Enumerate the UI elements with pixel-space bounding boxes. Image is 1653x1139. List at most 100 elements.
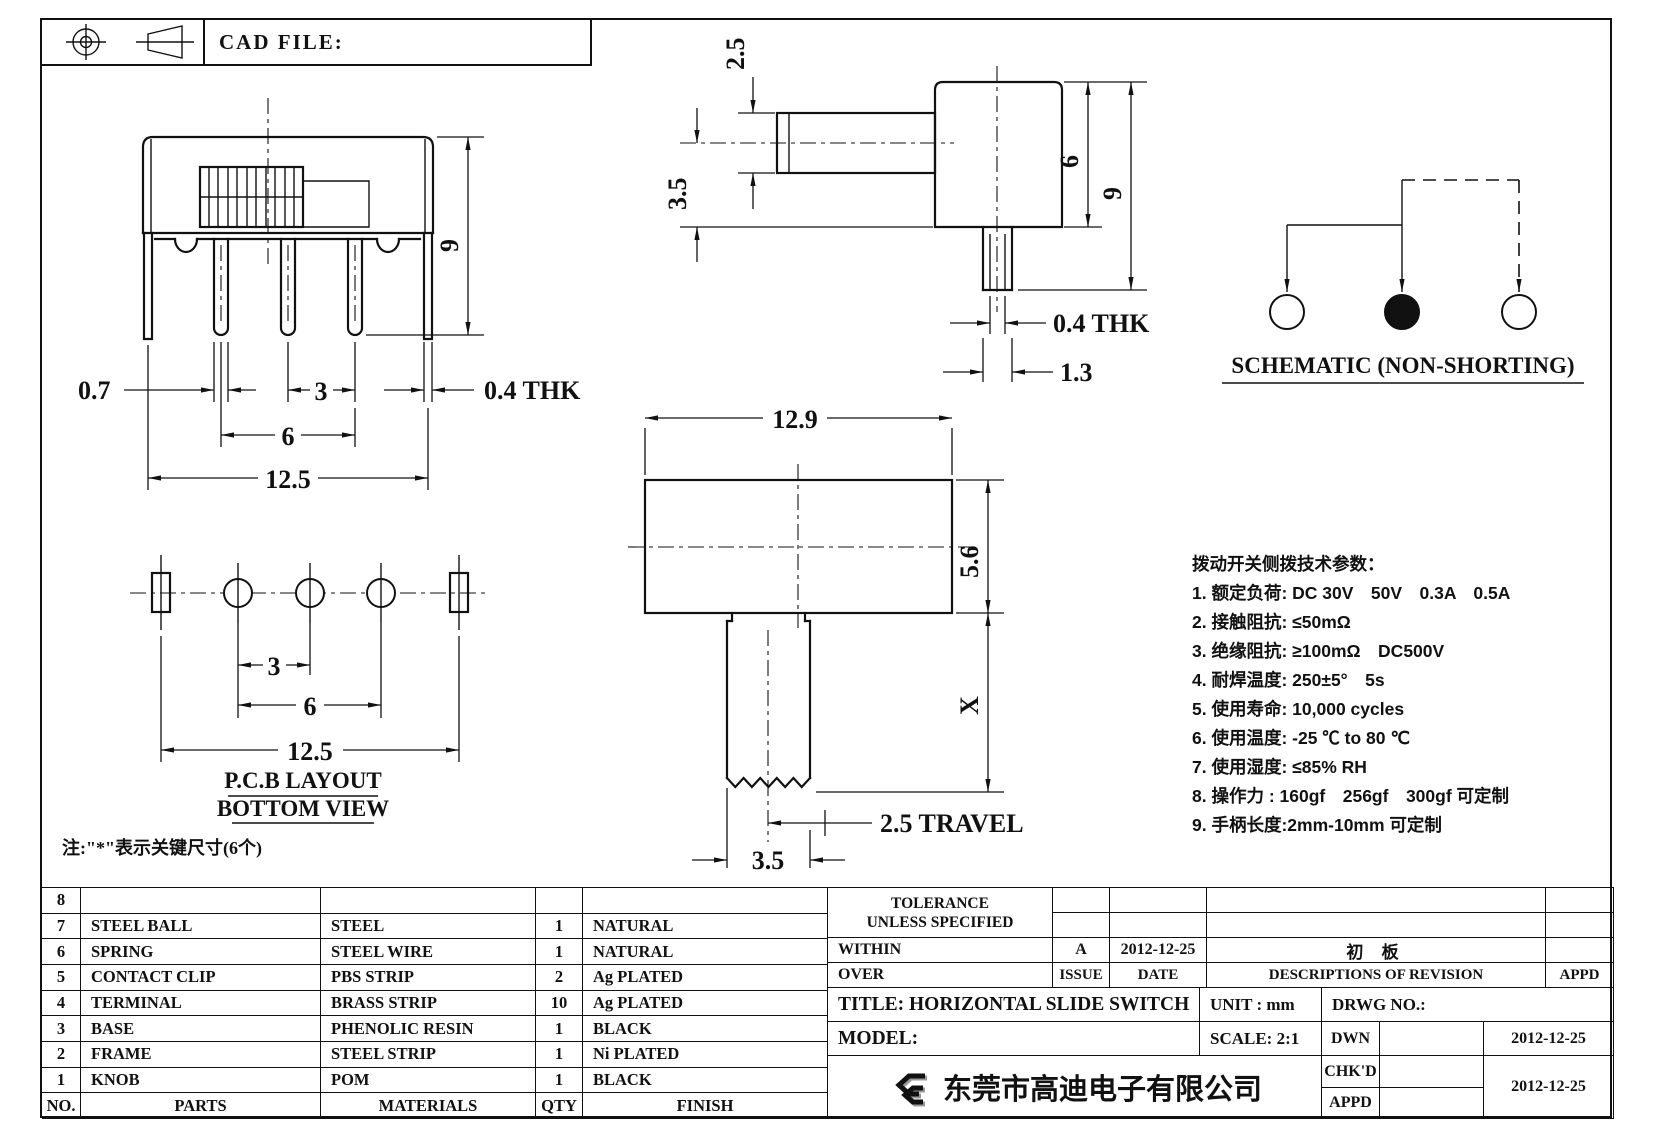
table-cell: STEEL WIRE: [321, 939, 536, 965]
dim-label: 12.5: [287, 737, 333, 766]
frame-wrap-notch: [375, 237, 401, 254]
table-cell: 6: [42, 939, 81, 965]
dim-label: 2.5 TRAVEL: [880, 809, 1024, 838]
revision-empty-cell: [1110, 913, 1207, 938]
tech-param-item: 9. 手柄长度:2mm-10mm 可定制: [1192, 815, 1442, 835]
table-cell: TERMINAL: [81, 990, 321, 1017]
table-cell: PBS STRIP: [321, 964, 536, 991]
dim-label: 5.6: [955, 546, 984, 579]
appd-header: APPD: [1546, 963, 1614, 988]
top-view-drawing: 12.9 5.6 X 2.5 TRAVEL 3.5: [628, 405, 1024, 875]
chkd-signature-cell: [1380, 1056, 1484, 1088]
table-cell: 5: [42, 964, 81, 991]
drwg-no-cell: DRWG NO.:: [1322, 988, 1614, 1022]
date-header: DATE: [1110, 963, 1207, 988]
table-cell: 1: [536, 1016, 583, 1042]
tech-param-item: 4. 耐焊温度: 250±5° 5s: [1192, 670, 1385, 690]
table-cell: [81, 888, 321, 914]
title-strip: CAD FILE:: [40, 18, 592, 66]
table-cell: BASE: [81, 1016, 321, 1042]
issue-header: ISSUE: [1053, 963, 1110, 988]
tech-param-item: 6. 使用温度: -25 ℃ to 80 ℃: [1192, 728, 1411, 748]
table-cell: 2: [42, 1041, 81, 1068]
pcb-caption-line1: P.C.B LAYOUT: [224, 768, 381, 793]
tech-param-item: 8. 操作力 : 160gf 256gf 300gf 可定制: [1192, 786, 1510, 806]
table-cell: FRAME: [81, 1041, 321, 1068]
appd-signature-cell: [1380, 1088, 1484, 1119]
table-header-parts: PARTS: [81, 1093, 321, 1119]
table-cell: [583, 888, 828, 914]
revision-empty-cell: [1053, 913, 1110, 938]
schematic-caption: SCHEMATIC (NON-SHORTING): [1231, 353, 1574, 378]
key-dimension-note: 注:"*"表示关键尺寸(6个): [62, 838, 262, 858]
table-cell: Ag PLATED: [583, 990, 828, 1017]
scale-cell: SCALE: 2:1: [1200, 1022, 1322, 1056]
revision-empty-cell: [1053, 888, 1110, 913]
drawing-border-frame: [40, 18, 1612, 1118]
dim-label: 3: [315, 377, 328, 406]
technical-parameters: 拨动开关侧拨技术参数： 1. 额定负荷: DC 30V 50V 0.3A 0.5…: [1192, 550, 1616, 840]
table-cell: 1: [536, 939, 583, 965]
pcb-caption-line2: BOTTOM VIEW: [217, 796, 389, 821]
mount-tab: [422, 231, 434, 341]
company-name: 东莞市高迪电子有限公司: [942, 1074, 1262, 1106]
revision-appd-value: [1546, 938, 1614, 963]
drawing-title: TITLE: HORIZONTAL SLIDE SWITCH: [828, 988, 1200, 1022]
tech-param-item: 1. 额定负荷: DC 30V 50V 0.3A 0.5A: [1192, 583, 1511, 603]
dwn-label: DWN: [1322, 1022, 1380, 1056]
tech-param-item: 7. 使用湿度: ≤85% RH: [1192, 757, 1367, 777]
table-cell: 8: [42, 888, 81, 914]
table-cell: 3: [42, 1016, 81, 1042]
revision-date-value: 2012-12-25: [1110, 938, 1207, 963]
side-view-drawing: 2.5 3.5 6 9 0.4 THK 1.3: [663, 38, 1150, 388]
schematic-view: SCHEMATIC (NON-SHORTING): [1222, 179, 1584, 384]
table-cell: CONTACT CLIP: [81, 964, 321, 991]
contact-circle-common: [1384, 294, 1420, 330]
dim-label: 6: [304, 692, 317, 721]
table-header-materials: MATERIALS: [321, 1093, 536, 1119]
cone-frustum-icon: [146, 25, 183, 59]
table-cell: KNOB: [81, 1067, 321, 1094]
table-cell: 1: [536, 913, 583, 940]
revision-description-value: 初 板: [1207, 938, 1546, 963]
dim-label: 3.5: [752, 846, 785, 875]
mount-tab: [142, 231, 154, 341]
table-cell: POM: [321, 1067, 536, 1094]
table-cell: 4: [42, 990, 81, 1017]
tolerance-line2: UNLESS SPECIFIED: [866, 913, 1014, 931]
dim-label: 6: [282, 422, 295, 451]
table-cell: NATURAL: [583, 913, 828, 940]
dim-label: 12.9: [772, 405, 818, 434]
table-cell: PHENOLIC RESIN: [321, 1016, 536, 1042]
table-cell: [321, 888, 536, 914]
table-cell: 7: [42, 913, 81, 940]
third-angle-projection-icon: [65, 24, 194, 60]
revision-empty-cell: [1110, 888, 1207, 913]
cad-file-label: CAD FILE:: [219, 29, 344, 54]
table-cell: 1: [42, 1067, 81, 1094]
dim-label: 0.7: [78, 376, 111, 405]
dim-label: 6: [1055, 155, 1084, 168]
tolerance-over: OVER: [828, 963, 1053, 988]
dim-label: 9: [435, 239, 464, 252]
dim-label: 3: [268, 652, 281, 681]
appd-label: APPD: [1322, 1088, 1380, 1119]
tech-param-item: 3. 绝缘阻抗: ≥100mΩ DC500V: [1192, 641, 1445, 661]
table-cell: BLACK: [583, 1067, 828, 1094]
dim-label: 1.3: [1060, 358, 1093, 387]
appd-date: 2012-12-25: [1484, 1056, 1614, 1119]
table-header-finish: FINISH: [583, 1093, 828, 1119]
table-cell: BRASS STRIP: [321, 990, 536, 1017]
dim-label: 3.5: [663, 178, 692, 211]
switch-body-side: [933, 80, 1064, 229]
table-cell: Ni PLATED: [583, 1041, 828, 1068]
switch-body-top: [643, 478, 954, 615]
tolerance-line1: TOLERANCE: [891, 894, 989, 912]
knob-step: [303, 180, 370, 228]
table-cell: 1: [536, 1041, 583, 1068]
dim-label: 12.5: [265, 465, 311, 494]
parts-table: 8 7 STEEL BALL STEEL 1 NATURAL 6 SPRING …: [42, 887, 828, 1119]
dim-label: 2.5: [721, 38, 750, 71]
front-view-drawing: 9 0.7 3 6 12.5 0.4 THK: [78, 98, 581, 494]
